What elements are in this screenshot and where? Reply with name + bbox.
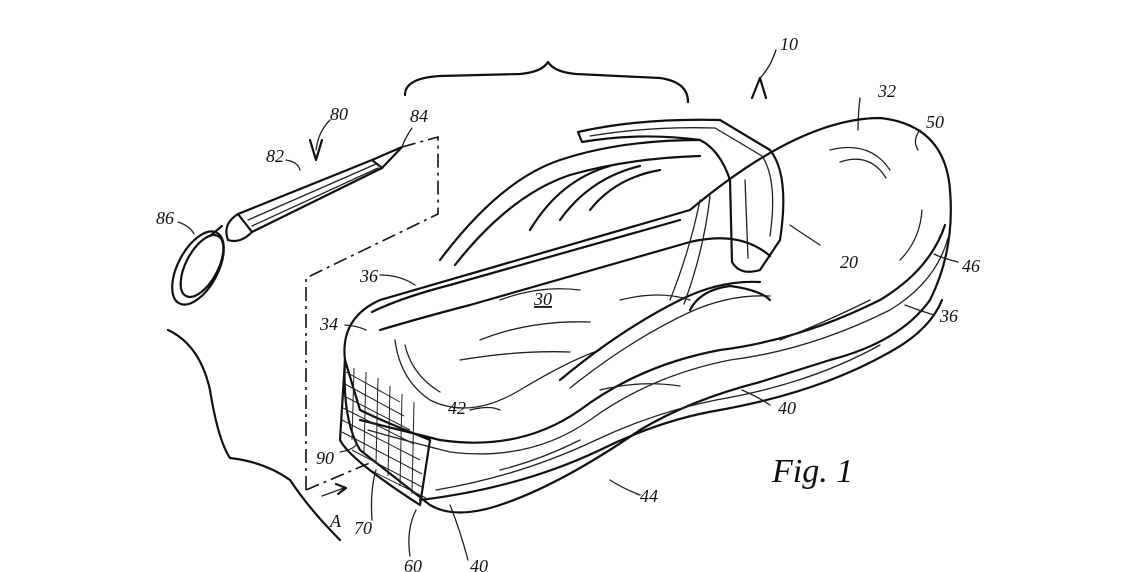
label-60: 60: [404, 556, 422, 572]
label-82: 82: [266, 146, 284, 166]
label-34: 34: [319, 314, 338, 334]
label-50: 50: [926, 112, 944, 132]
sandal-body: [338, 116, 952, 514]
label-40-right: 40: [778, 398, 796, 418]
label-10: 10: [780, 34, 798, 54]
top-brace: [403, 60, 690, 104]
label-90: 90: [316, 448, 334, 468]
label-30: 30: [533, 289, 552, 309]
label-44: 44: [640, 486, 658, 506]
figure-caption: Fig. 1: [771, 453, 853, 490]
label-20: 20: [840, 252, 858, 272]
leader-lines: [177, 49, 959, 561]
label-80: 80: [330, 104, 348, 124]
label-A: A: [329, 511, 342, 531]
label-46: 46: [962, 256, 980, 276]
projection-line-lower: [305, 461, 373, 491]
label-86: 86: [156, 208, 174, 228]
label-32: 32: [877, 81, 896, 101]
label-70: 70: [354, 518, 372, 538]
label-40-bottom: 40: [470, 556, 488, 572]
label-42: 42: [448, 398, 466, 418]
projection-line: [305, 135, 439, 490]
label-84: 84: [410, 106, 428, 126]
key-tool: [171, 145, 404, 306]
label-36-left: 36: [359, 266, 378, 286]
label-36-right: 36: [939, 306, 958, 326]
left-brace: [166, 328, 342, 542]
